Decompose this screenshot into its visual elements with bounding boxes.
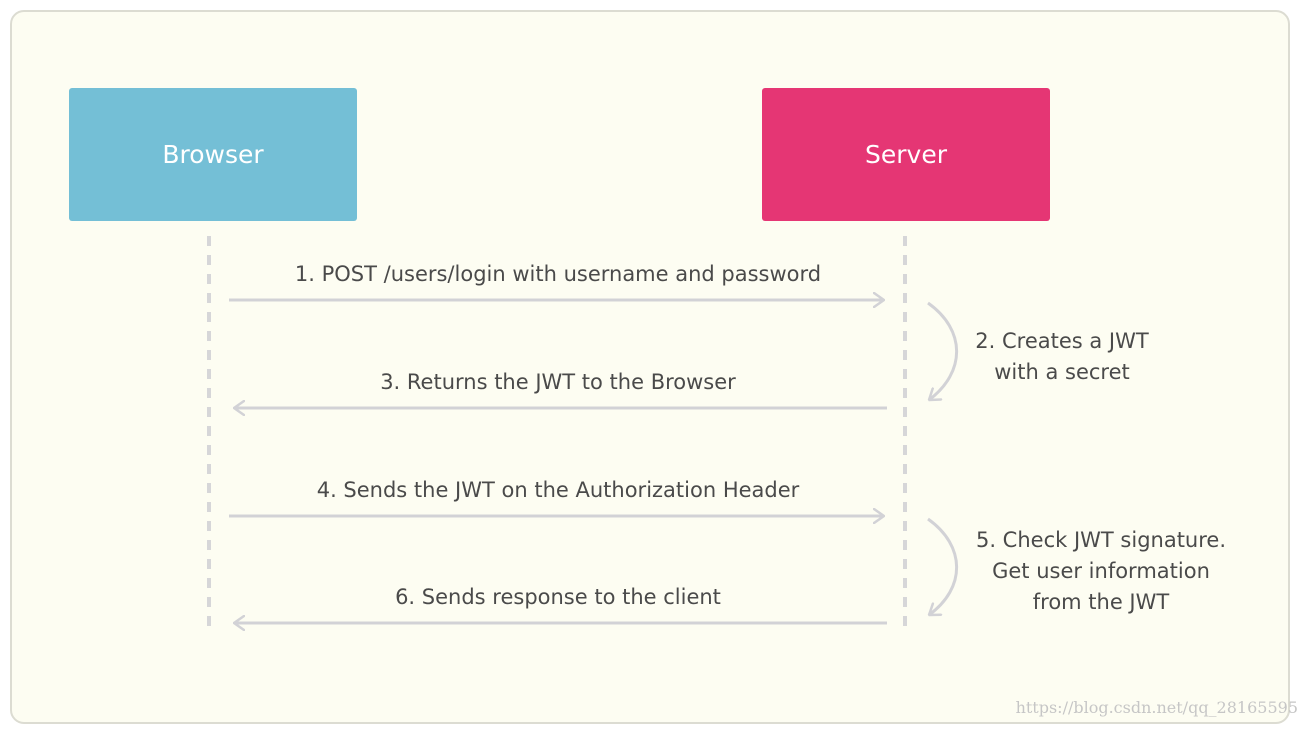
message-login-label: 1. POST /users/login with username and p… <box>294 262 822 286</box>
note-check-signature: 5. Check JWT signature. Get user informa… <box>966 525 1236 618</box>
note-create-jwt-line-1: 2. Creates a JWT <box>975 329 1149 353</box>
message-send-jwt-label: 4. Sends the JWT on the Authorization He… <box>316 478 800 502</box>
message-return-jwt-label: 3. Returns the JWT to the Browser <box>380 370 736 394</box>
watermark-url: https://blog.csdn.net/qq_28165595 <box>1015 698 1298 717</box>
note-check-signature-line-3: from the JWT <box>1032 590 1170 614</box>
browser-actor-label: Browser <box>162 140 264 169</box>
note-check-signature-line-2: Get user information <box>992 559 1210 583</box>
note-check-signature-line-1: 5. Check JWT signature. <box>975 528 1227 552</box>
server-actor-label: Server <box>865 140 947 169</box>
message-response-label: 6. Sends response to the client <box>395 585 721 609</box>
self-arrow-check-signature <box>927 517 959 615</box>
note-create-jwt-line-2: with a secret <box>994 360 1130 384</box>
self-arrow-create-jwt <box>927 301 959 400</box>
browser-actor: Browser <box>69 88 357 221</box>
server-actor: Server <box>762 88 1050 221</box>
note-create-jwt: 2. Creates a JWT with a secret <box>962 326 1162 388</box>
